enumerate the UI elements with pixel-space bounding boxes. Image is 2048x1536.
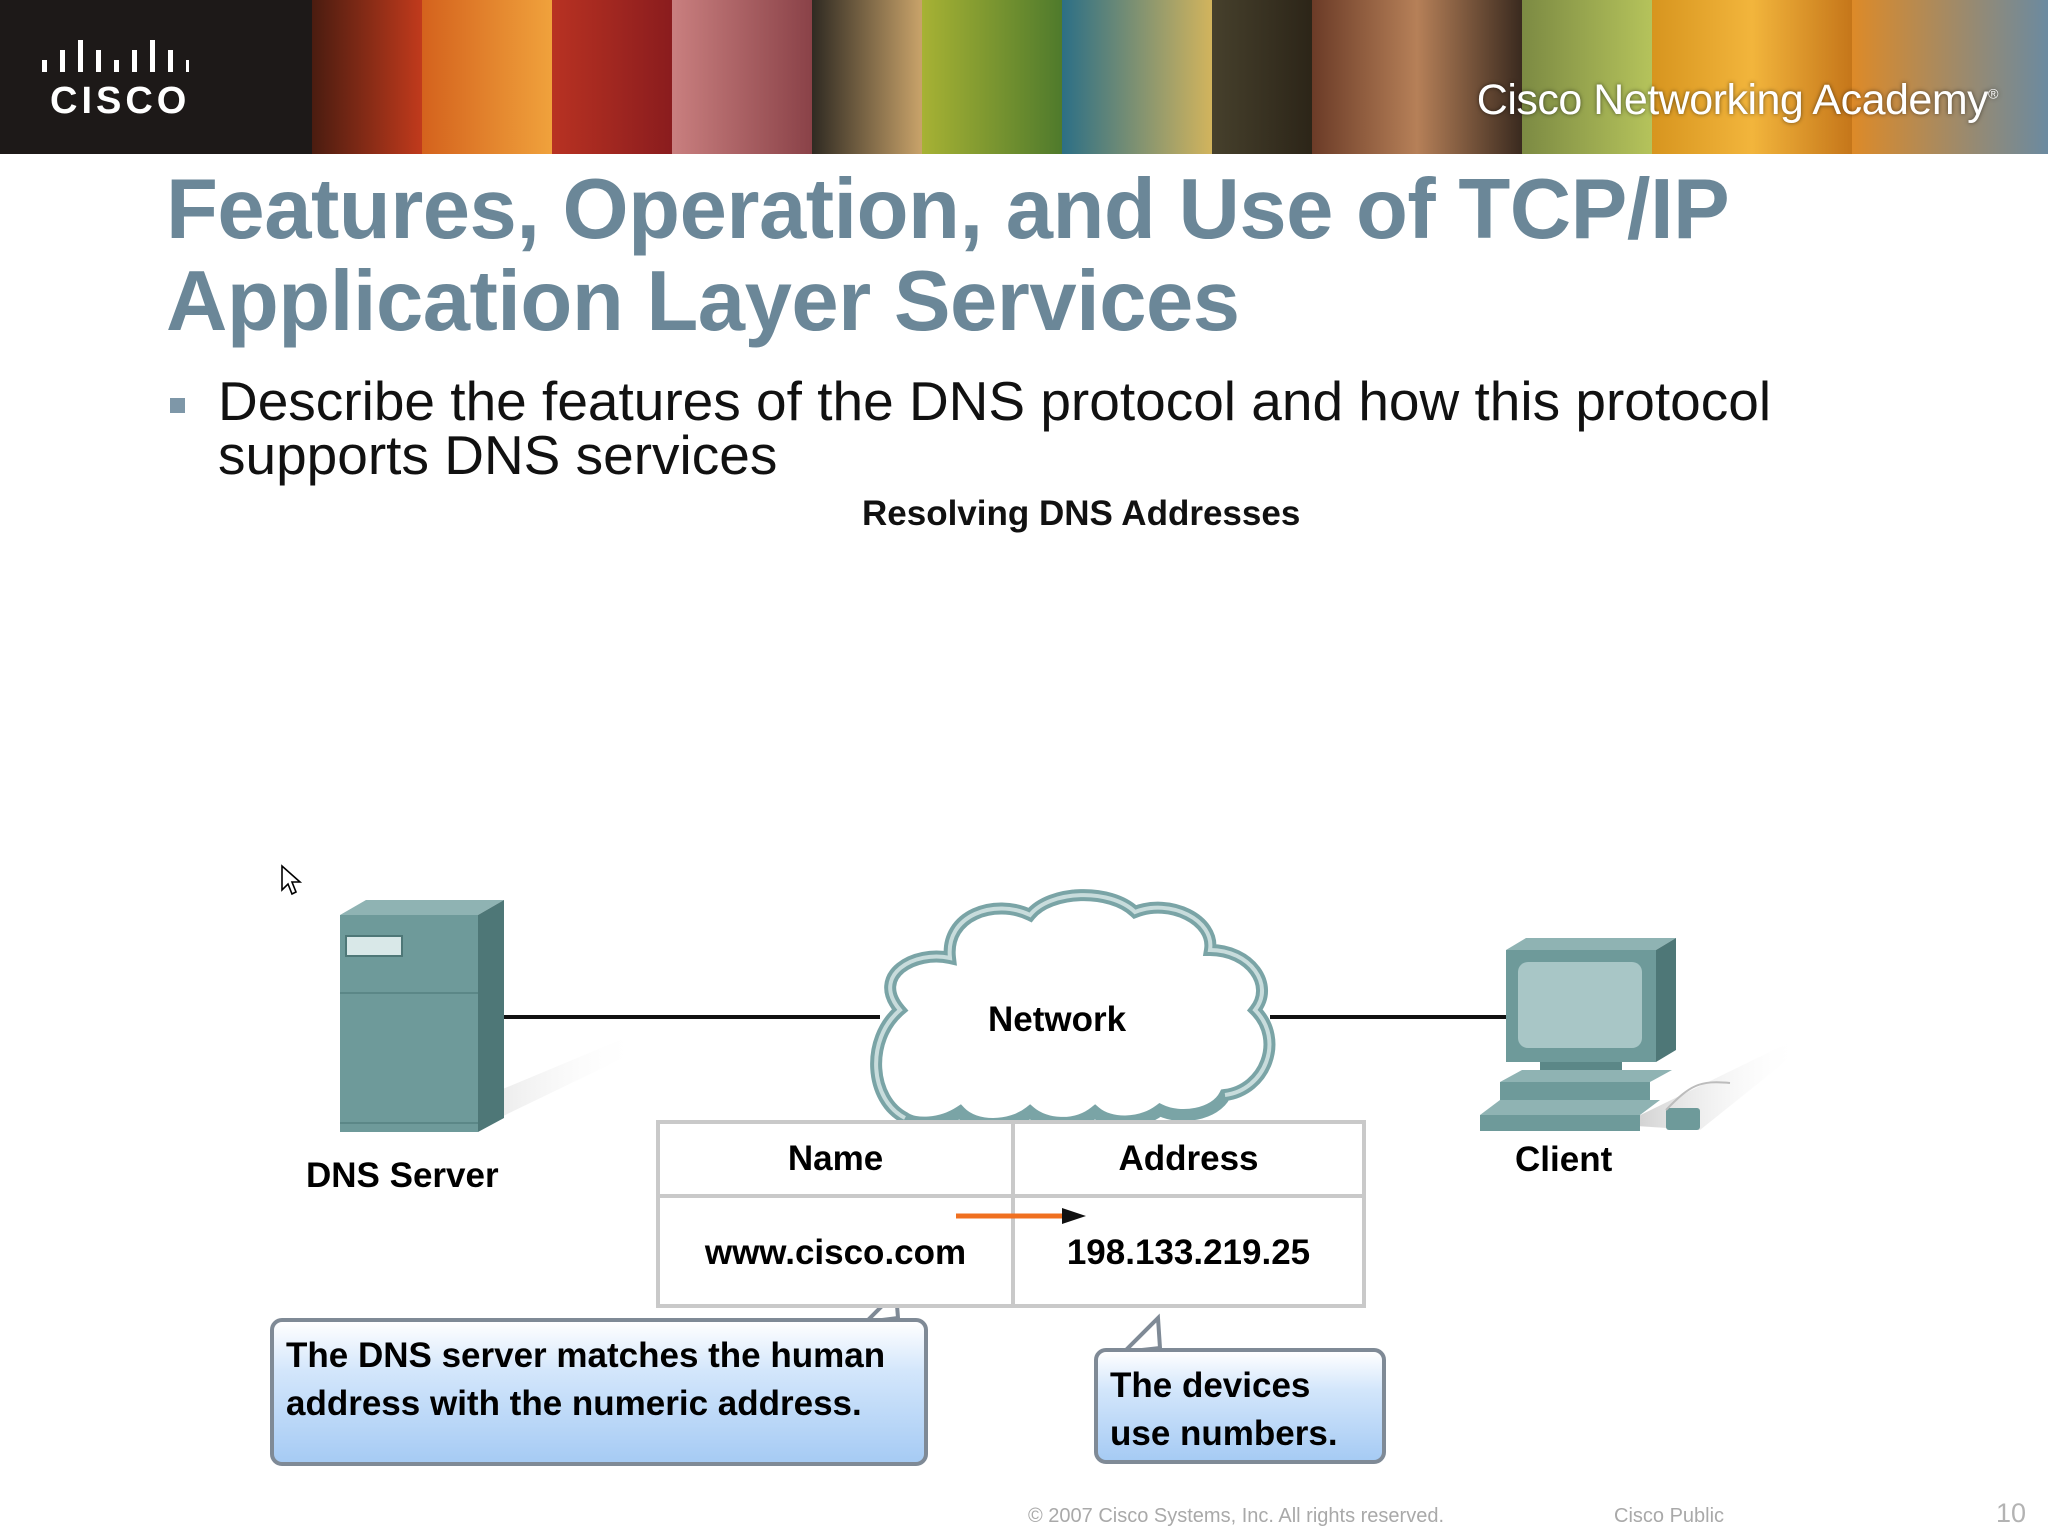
banner-photo-strip (1212, 0, 1312, 154)
banner-photo-strip (552, 0, 672, 154)
banner-photo-strip (1522, 0, 1652, 154)
banner-photo-strip (1062, 0, 1212, 154)
slide-title: Features, Operation, and Use of TCP/IP A… (166, 162, 1728, 349)
table-header-address: Address (1118, 1139, 1259, 1178)
footer-classification: Cisco Public (1614, 1505, 1725, 1527)
figure-title: Resolving DNS Addresses (862, 494, 1301, 533)
registered-mark: ® (1988, 85, 1998, 102)
banner-photo-strip (922, 0, 1062, 154)
dns-server-icon (340, 900, 640, 1132)
client-computer-icon (1480, 938, 1800, 1131)
client-label: Client (1515, 1140, 1613, 1179)
banner-photo-strip (1652, 0, 1852, 154)
cisco-logo-text: CISCO (50, 80, 191, 122)
callout-tail (1118, 1313, 1163, 1355)
cisco-logo: CISCO (0, 0, 312, 154)
network-label: Network (988, 1000, 1127, 1039)
academy-name: Cisco Networking Academy (1476, 76, 1989, 124)
cisco-bars-icon (42, 40, 189, 72)
academy-brand: Cisco Networking Academy® (1476, 76, 1999, 125)
table-cell-name: www.cisco.com (704, 1233, 967, 1272)
bullet-text: Describe the features of the DNS protoco… (218, 370, 1772, 486)
footer-copyright: © 2007 Cisco Systems, Inc. All rights re… (1028, 1505, 1445, 1527)
resolve-arrow-icon (956, 1208, 1086, 1224)
banner-photo-strip (812, 0, 922, 154)
network-cloud-highlight (874, 893, 1272, 1120)
callout-devices: The devices use numbers. (1094, 1348, 1386, 1464)
banner-photo-strip (672, 0, 812, 154)
dns-lookup-table: Name Address www.cisco.com 198.133.219.2… (656, 1120, 1366, 1308)
banner-photo-strip (312, 0, 422, 154)
mouse-pointer-icon (281, 864, 303, 896)
bullet-square-icon (170, 398, 185, 413)
banner-photo-strip (1312, 0, 1522, 154)
header-banner: CISCO Cisco Networking Academy® (0, 0, 2048, 154)
callout-dns-server: The DNS server matches the human address… (270, 1318, 928, 1466)
banner-photo-strip (422, 0, 552, 154)
dns-server-label: DNS Server (306, 1156, 499, 1195)
table-header-name: Name (787, 1139, 884, 1178)
table-cell-address: 198.133.219.25 (1066, 1233, 1311, 1272)
banner-photo-strip (1852, 0, 2048, 154)
page-number: 10 (1996, 1498, 2027, 1528)
